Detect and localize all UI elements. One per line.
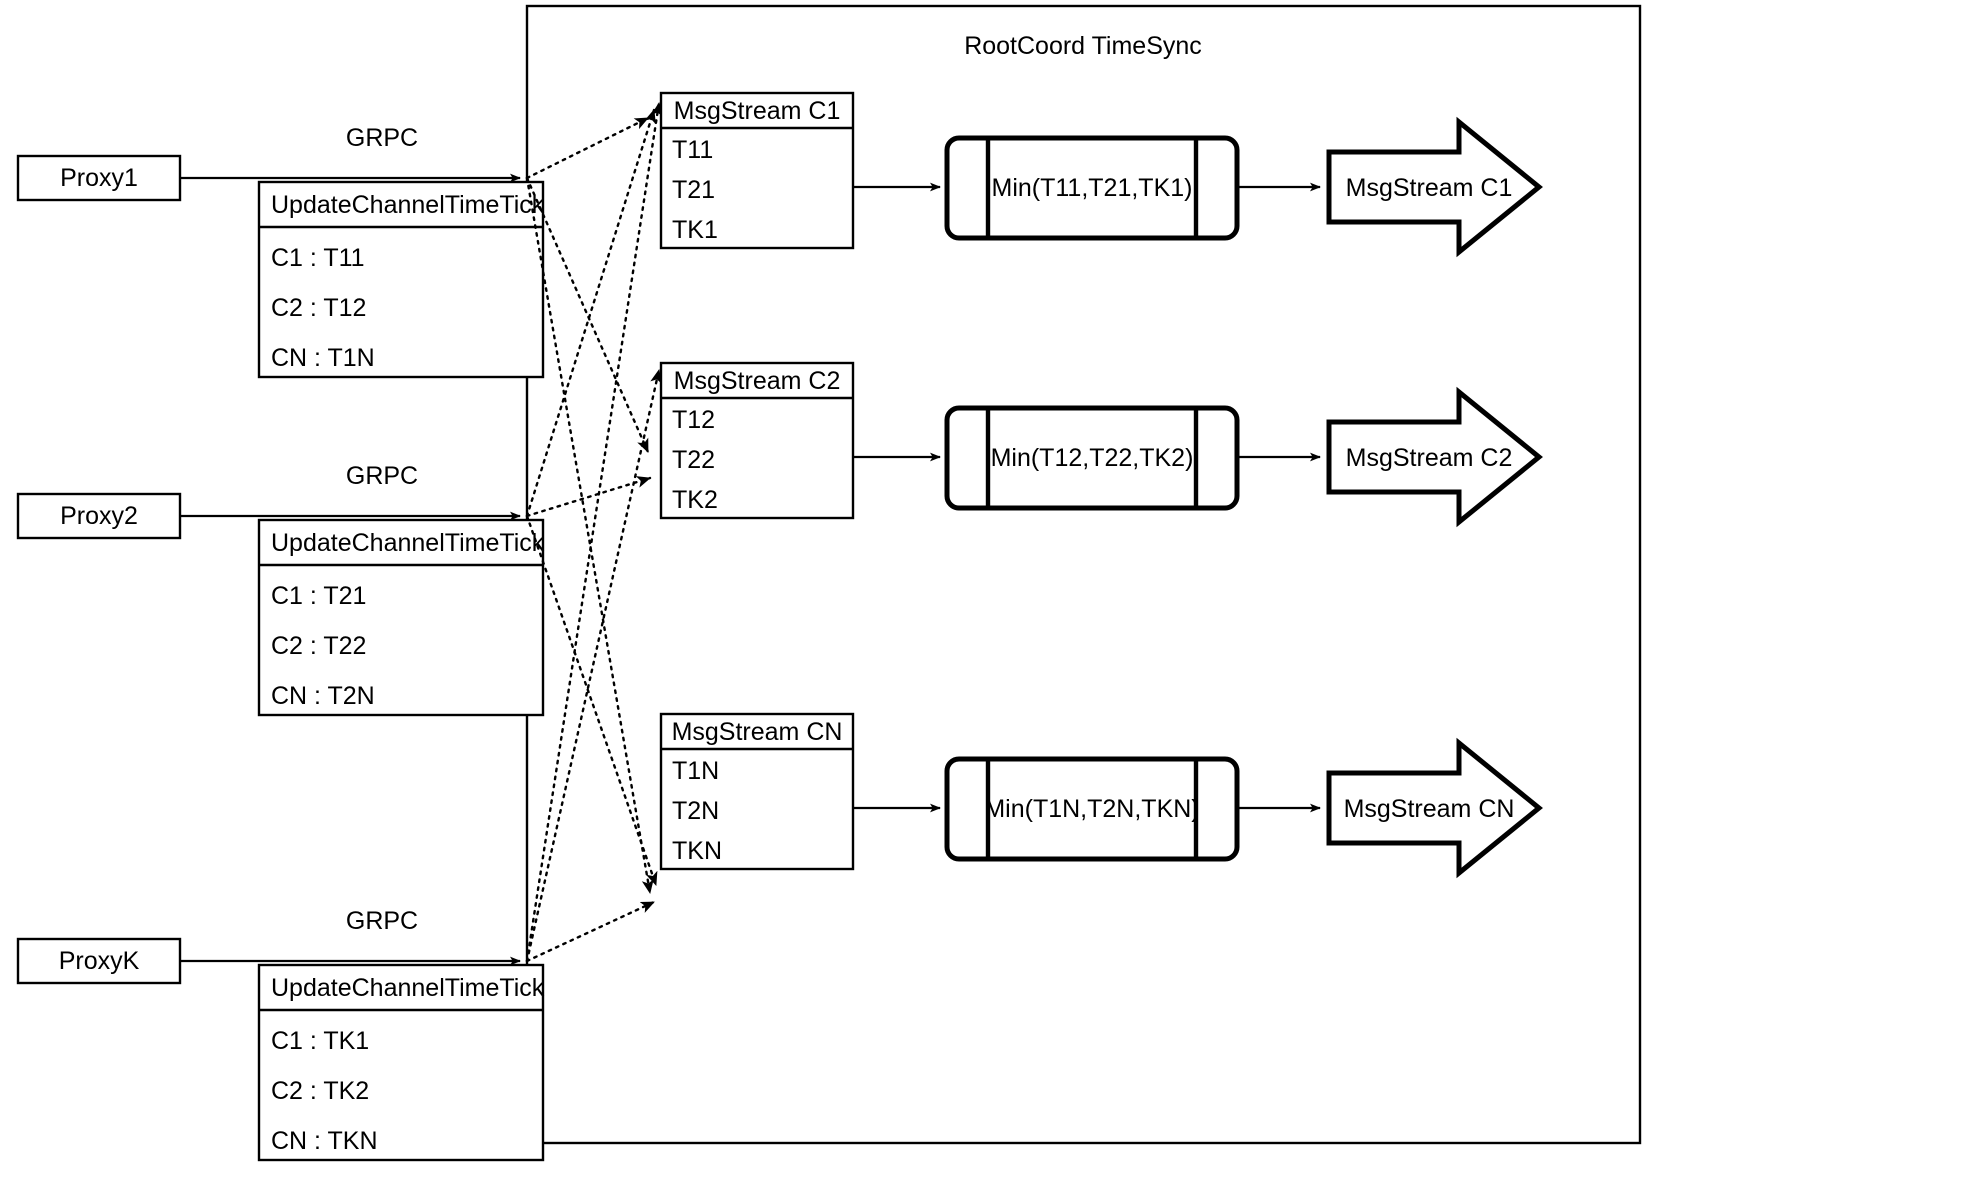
grpc-label-3: GRPC bbox=[346, 907, 418, 935]
proxy-label-3: ProxyK bbox=[59, 947, 140, 975]
output-label-2: MsgStream C2 bbox=[1346, 444, 1513, 472]
min-process-block-1: Min(T11,T21,TK1) bbox=[944, 135, 1240, 241]
proxy-box-2[interactable] bbox=[16, 492, 182, 540]
channel-row-3: MsgStream CN T1N T2N TKN Min(T1N,T2N,TKN… bbox=[659, 712, 1543, 879]
msgstream-tick-3-0: T1N bbox=[672, 757, 719, 785]
container-title: RootCoord TimeSync bbox=[964, 32, 1202, 60]
channel-row-2: MsgStream C2 T12 T22 TK2 Min(T12,T22,TK2… bbox=[659, 361, 1543, 528]
proxy-box-1[interactable] bbox=[16, 154, 182, 202]
proxy-group-3: ProxyK GRPC UpdateChannelTimeTick C1 : T… bbox=[16, 907, 545, 1162]
request-row-1-0: C1 : T11 bbox=[271, 244, 365, 272]
msgstream-tick-1-0: T11 bbox=[672, 136, 713, 164]
request-row-2-0: C1 : T21 bbox=[271, 582, 366, 610]
msgstream-tick-2-0: T12 bbox=[672, 406, 715, 434]
proxy-label-2: Proxy2 bbox=[60, 502, 138, 530]
msgstream-card-3: MsgStream CN T1N T2N TKN bbox=[659, 712, 855, 871]
dotted-edge-p1-cn bbox=[525, 176, 654, 895]
request-row-3-0: C1 : TK1 bbox=[271, 1027, 369, 1055]
min-label-2: Min(T12,T22,TK2) bbox=[991, 444, 1194, 472]
request-title-3: UpdateChannelTimeTick bbox=[271, 974, 545, 1002]
msgstream-title-2: MsgStream C2 bbox=[674, 367, 841, 395]
grpc-label-1: GRPC bbox=[346, 124, 418, 152]
dotted-edge-p3-cn bbox=[525, 900, 656, 963]
min-label-3: Min(T1N,T2N,TKN) bbox=[984, 795, 1199, 823]
request-row-2-1: C2 : T22 bbox=[271, 632, 366, 660]
dotted-edge-p1-c1 bbox=[525, 116, 650, 180]
dotted-edge-p1-c2 bbox=[525, 176, 650, 454]
grpc-label-2: GRPC bbox=[346, 462, 418, 490]
request-card-1: UpdateChannelTimeTick C1 : T11 C2 : T12 … bbox=[257, 180, 545, 379]
msgstream-tick-3-2: TKN bbox=[672, 837, 722, 865]
output-label-3: MsgStream CN bbox=[1344, 795, 1515, 823]
proxy-group-2: Proxy2 GRPC UpdateChannelTimeTick C1 : T… bbox=[16, 462, 545, 717]
dotted-edge-p2-c2 bbox=[525, 476, 652, 518]
msgstream-tick-2-2: TK2 bbox=[672, 486, 718, 514]
request-row-1-2: CN : T1N bbox=[271, 344, 375, 372]
request-row-3-2: CN : TKN bbox=[271, 1127, 378, 1155]
msgstream-tick-2-1: T22 bbox=[672, 446, 715, 474]
msgstream-tick-1-1: T21 bbox=[672, 176, 715, 204]
msgstream-title-1: MsgStream C1 bbox=[674, 97, 841, 125]
msgstream-card-1: MsgStream C1 T11 T21 TK1 bbox=[659, 91, 855, 250]
proxy-group-1: Proxy1 GRPC UpdateChannelTimeTick C1 : T… bbox=[16, 124, 545, 379]
output-stream-arrow-2: MsgStream C2 bbox=[1326, 386, 1543, 528]
request-row-3-1: C2 : TK2 bbox=[271, 1077, 369, 1105]
channel-row-1: MsgStream C1 T11 T21 TK1 Min(T11,T21,TK1… bbox=[659, 91, 1543, 258]
msgstream-tick-3-1: T2N bbox=[672, 797, 719, 825]
request-title-2: UpdateChannelTimeTick bbox=[271, 529, 545, 557]
dotted-edge-p2-cn bbox=[525, 514, 658, 887]
dotted-edge-p3-c2 bbox=[525, 368, 663, 963]
output-stream-arrow-3: MsgStream CN bbox=[1326, 737, 1543, 879]
output-stream-arrow-1: MsgStream C1 bbox=[1326, 116, 1543, 258]
min-label-1: Min(T11,T21,TK1) bbox=[992, 174, 1193, 202]
dotted-edge-p2-c1 bbox=[525, 108, 656, 518]
request-row-1-1: C2 : T12 bbox=[271, 294, 366, 322]
min-process-block-2: Min(T12,T22,TK2) bbox=[944, 405, 1240, 511]
min-process-block-3: Min(T1N,T2N,TKN) bbox=[944, 756, 1240, 862]
msgstream-tick-1-2: TK1 bbox=[672, 216, 718, 244]
request-title-1: UpdateChannelTimeTick bbox=[271, 191, 545, 219]
request-card-2: UpdateChannelTimeTick C1 : T21 C2 : T22 … bbox=[257, 518, 545, 717]
msgstream-title-3: MsgStream CN bbox=[672, 718, 843, 746]
output-label-1: MsgStream C1 bbox=[1346, 174, 1513, 202]
dotted-routing-mesh bbox=[525, 101, 663, 963]
request-card-3: UpdateChannelTimeTick C1 : TK1 C2 : TK2 … bbox=[257, 963, 545, 1162]
dotted-edge-p3-c1 bbox=[525, 101, 663, 963]
msgstream-card-2: MsgStream C2 T12 T22 TK2 bbox=[659, 361, 855, 520]
proxy-label-1: Proxy1 bbox=[60, 164, 138, 192]
request-row-2-2: CN : T2N bbox=[271, 682, 375, 710]
